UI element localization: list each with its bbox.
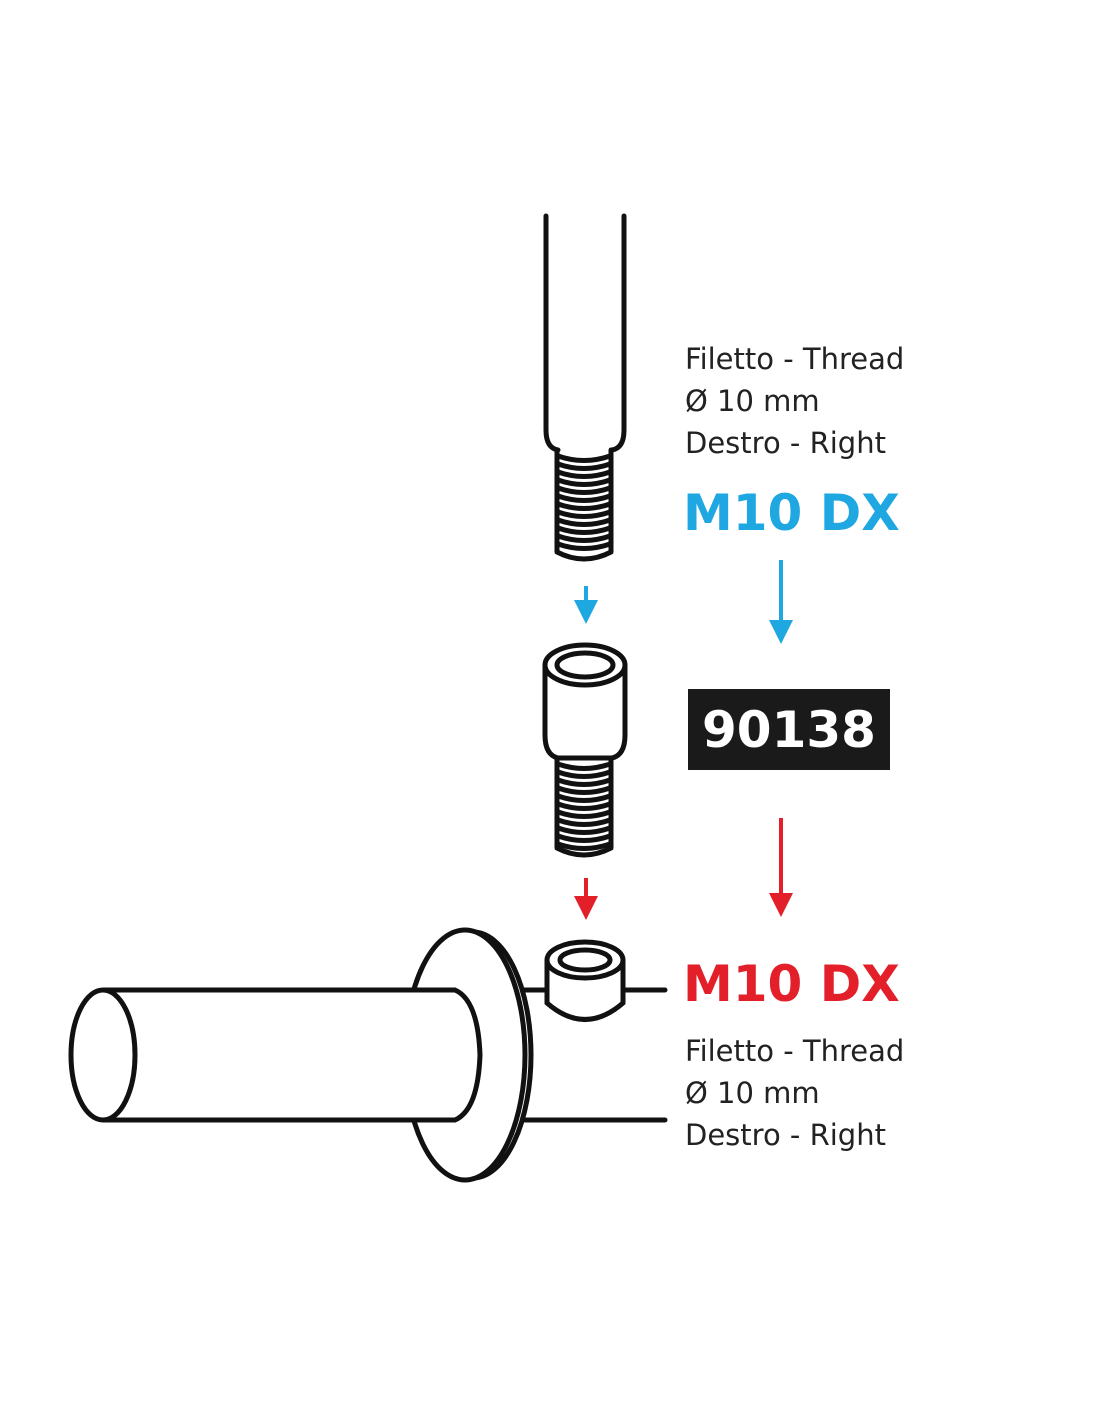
thread-groove <box>555 817 613 827</box>
top-spec-text: Filetto - Thread Ø 10 mm Destro - Right <box>685 338 904 464</box>
bottom-thread-code: M10 DX <box>683 955 900 1013</box>
thread-groove <box>555 785 613 795</box>
thread-groove <box>555 793 613 803</box>
thread-groove <box>555 469 613 479</box>
thread-groove <box>555 777 613 787</box>
thread-groove <box>555 485 613 495</box>
thread-groove <box>555 809 613 819</box>
bottom-spec-text: Filetto - Thread Ø 10 mm Destro - Right <box>685 1030 904 1156</box>
thread-groove <box>555 453 613 463</box>
handlebar-grip <box>68 927 668 1183</box>
thread-groove <box>555 477 613 487</box>
part-number-box: 90138 <box>688 689 890 770</box>
top-thread-code: M10 DX <box>683 484 900 542</box>
thread-groove <box>555 493 613 503</box>
thread-groove <box>555 525 613 535</box>
bottom-direction-label: Destro - Right <box>685 1118 886 1152</box>
top-diameter-label: Ø 10 mm <box>685 384 820 418</box>
thread-groove <box>555 761 613 771</box>
adapter-90138 <box>542 642 628 858</box>
thread-groove <box>555 841 613 851</box>
thread-groove <box>555 501 613 511</box>
thread-groove <box>555 533 613 543</box>
thread-groove <box>555 769 613 779</box>
bottom-diameter-label: Ø 10 mm <box>685 1076 820 1110</box>
thread-groove <box>555 801 613 811</box>
thread-groove <box>555 461 613 471</box>
top-thread-label: Filetto - Thread <box>685 342 905 376</box>
bottom-thread-label: Filetto - Thread <box>685 1034 905 1068</box>
thread-groove <box>555 517 613 527</box>
bar-end-nut <box>544 939 626 1022</box>
top-direction-label: Destro - Right <box>685 426 886 460</box>
thread-groove <box>555 541 613 551</box>
mirror-stem <box>543 213 627 562</box>
thread-groove <box>555 509 613 519</box>
thread-groove <box>555 825 613 835</box>
thread-groove <box>555 833 613 843</box>
